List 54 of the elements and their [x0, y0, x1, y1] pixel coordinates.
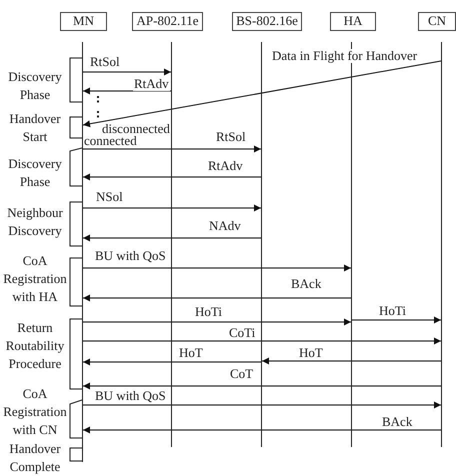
message-arrow: [82, 402, 442, 408]
participant-box: AP-802.11e: [132, 12, 203, 31]
message-label: RtAdv: [207, 159, 244, 173]
message-label: RtSol: [215, 130, 247, 144]
message-arrow: [82, 68, 172, 76]
message-arrow: [82, 88, 172, 94]
message-label: NSol: [95, 190, 124, 204]
lifeline: [261, 42, 262, 447]
message-arrow: [82, 264, 352, 272]
message-label: BU with QoS: [94, 389, 167, 403]
lifeline: [351, 42, 352, 447]
message-arrow: [82, 146, 262, 152]
phase-label: Neighbour Discovery: [6, 204, 64, 240]
message-label: HoT: [298, 346, 324, 360]
lifeline: [82, 42, 83, 462]
message-arrow: [82, 338, 442, 344]
message-label: HoTi: [194, 305, 223, 319]
phase-label: CoA Registration with HA: [2, 252, 68, 306]
message-label: RtSol: [89, 55, 121, 69]
message-label: HoT: [178, 346, 204, 360]
phase-label: Discovery Phase: [8, 68, 62, 104]
participant-box: MN: [60, 12, 107, 31]
phase-label: Handover Complete: [8, 440, 62, 476]
message-label: BU with QoS: [94, 249, 167, 263]
state-label: connected: [84, 135, 137, 147]
message-label: NAdv: [208, 219, 242, 233]
message-arrow: [82, 174, 262, 180]
message-label: CoT: [229, 367, 254, 381]
message-arrow: [82, 426, 442, 434]
message-label: HoTi: [378, 304, 407, 318]
participant-box: HA: [330, 12, 376, 31]
message-label: Data in Flight for Handover: [271, 49, 418, 63]
message-label: RtAdv: [133, 77, 170, 91]
lifeline: [171, 42, 172, 447]
message-arrow: [82, 318, 352, 326]
phase-label: Return Routability Procedure: [5, 319, 65, 373]
message-arrow: [352, 316, 442, 324]
participant-box: CN: [418, 12, 456, 31]
state-label: disconnected: [102, 123, 170, 135]
phase-label: Handover Start: [8, 110, 62, 146]
message-label: BAck: [290, 277, 322, 291]
message-arrow: [262, 358, 442, 364]
message-arrow: [82, 234, 262, 242]
message-arrow: [82, 294, 352, 302]
message-arrow: [82, 358, 262, 366]
phase-label: Discovery Phase: [8, 155, 62, 191]
message-arrow: [82, 204, 262, 212]
message-label: BAck: [381, 415, 414, 429]
participant-box: BS-802.16e: [232, 12, 302, 31]
message-label: CoTi: [228, 326, 256, 340]
message-arrow: [82, 60, 442, 128]
message-arrow: [82, 382, 442, 390]
phase-label: CoA Registration with CN: [2, 385, 68, 439]
lifeline: [441, 42, 442, 447]
